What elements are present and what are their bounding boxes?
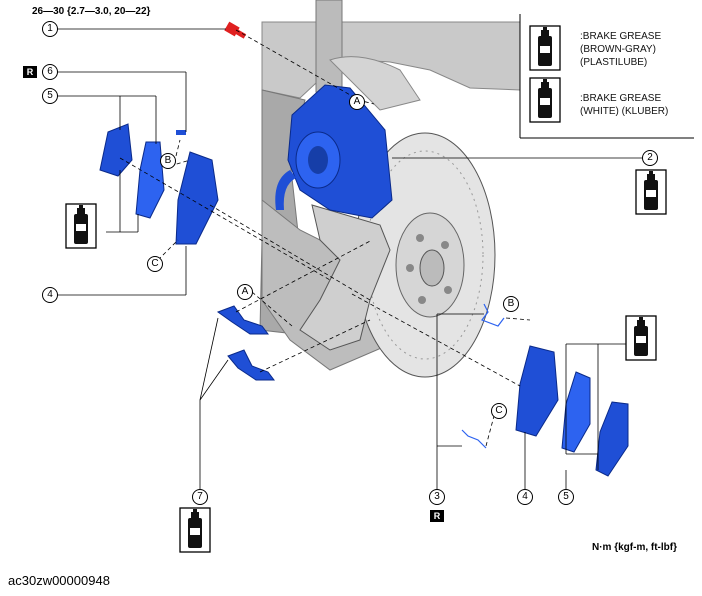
replace-mark-badge-right: R bbox=[430, 510, 444, 522]
callout-7: 7 bbox=[192, 489, 208, 505]
right-pad-assembly bbox=[515, 345, 629, 477]
callout-5-right: 5 bbox=[558, 489, 574, 505]
legend-brown-gray-line3: (PLASTILUBE) bbox=[580, 57, 648, 68]
letter-c-left: C bbox=[147, 256, 163, 272]
callout-6: 6 bbox=[42, 64, 58, 80]
legend-brown-gray: :BRAKE GREASE (BROWN-GRAY) (PLASTILUBE) bbox=[580, 30, 661, 69]
callout-1: 1 bbox=[42, 21, 58, 37]
torque-spec: 26—30 {2.7—3.0, 20—22} bbox=[32, 6, 151, 17]
letter-b-right: B bbox=[503, 296, 519, 312]
letter-c-right: C bbox=[491, 403, 507, 419]
grease-can-icon-left-pads bbox=[65, 203, 97, 249]
callout-5-left: 5 bbox=[42, 88, 58, 104]
grease-can-icon-right-pads bbox=[625, 315, 657, 361]
legend-box bbox=[519, 14, 694, 139]
callout-4-right: 4 bbox=[517, 489, 533, 505]
wear-indicators bbox=[461, 303, 505, 449]
legend-white: :BRAKE GREASE (WHITE) (KLUBER) bbox=[580, 92, 668, 118]
grease-can-icon-caliper bbox=[635, 169, 667, 215]
legend-brown-gray-line1: :BRAKE GREASE bbox=[580, 31, 662, 42]
caliper-body bbox=[275, 84, 393, 219]
guide-plates bbox=[216, 305, 275, 381]
units-label: N·m {kgf-m, ft-lbf} bbox=[592, 542, 677, 553]
caliper-bolt bbox=[224, 21, 247, 39]
replace-mark-badge: R bbox=[23, 66, 37, 78]
leader-lines bbox=[57, 28, 643, 489]
callout-2: 2 bbox=[642, 150, 658, 166]
left-pad-assembly bbox=[99, 123, 219, 245]
legend-brown-gray-line2: (BROWN-GRAY) bbox=[580, 44, 656, 55]
figure-code: ac30zw00000948 bbox=[8, 573, 110, 588]
letter-a-plate: A bbox=[237, 284, 253, 300]
assembly-dashes bbox=[119, 29, 531, 447]
callout-3: 3 bbox=[429, 489, 445, 505]
grease-can-icon-brown-gray bbox=[529, 25, 561, 71]
legend-white-line1: :BRAKE GREASE bbox=[580, 93, 662, 104]
callout-4-left: 4 bbox=[42, 287, 58, 303]
letter-a-caliper: A bbox=[349, 94, 365, 110]
caliper-bracket bbox=[299, 204, 391, 351]
grease-can-icon-guide-plates bbox=[179, 507, 211, 553]
letter-b-left: B bbox=[160, 153, 176, 169]
legend-white-line2: (WHITE) (KLUBER) bbox=[580, 106, 669, 117]
grease-can-icon-white bbox=[529, 77, 561, 123]
